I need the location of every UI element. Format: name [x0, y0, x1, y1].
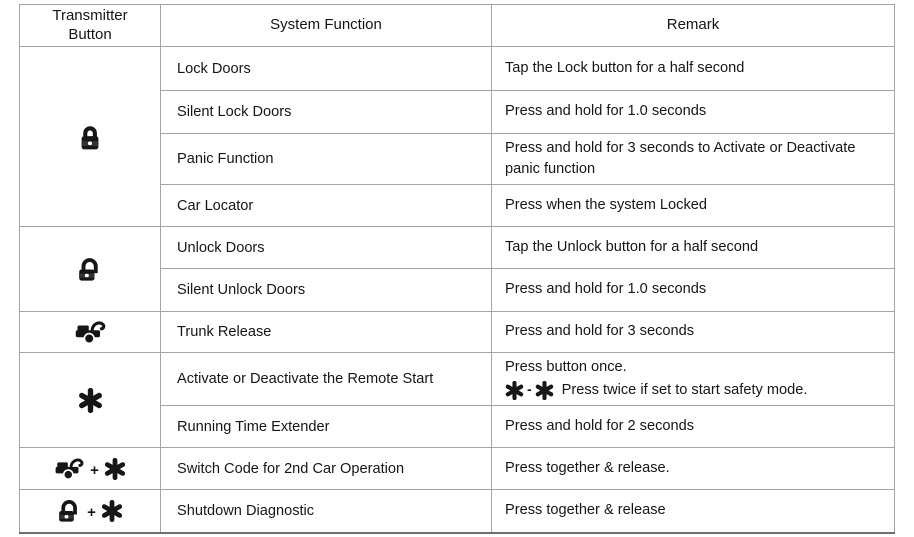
table-row: Unlock Doors Tap the Unlock button for a… [19, 226, 895, 312]
table-row: Car Locator Press when the system Locked [20, 184, 895, 227]
remark-line-1: Press button once. [505, 359, 627, 376]
function-cell: Panic Function [160, 133, 492, 185]
table-row: Trunk Release Press and hold for 3 secon… [19, 311, 895, 353]
asterisk-icon [104, 458, 126, 480]
trunk-release-icon [73, 321, 105, 345]
trunk-release-icon [54, 458, 84, 481]
plus-sign: + [87, 504, 96, 522]
button-combo: + [20, 456, 160, 481]
remark-cell: Press and hold for 3 seconds [491, 311, 895, 353]
table-row: + Shutdown Diagnostic Press together & r… [19, 489, 895, 533]
asterisk-icon [78, 388, 103, 413]
remark-cell: Press together & release [491, 489, 895, 533]
header-line: Transmitter [52, 6, 128, 24]
table-header-row: Transmitter Button System Function Remar… [19, 4, 895, 47]
remark-cell: Press and hold for 1.0 seconds [491, 268, 895, 312]
table-row: Lock Doors Tap the Lock button for a hal… [19, 46, 895, 227]
button-cell-asterisk [19, 352, 161, 448]
unlock-icon [57, 500, 78, 524]
lock-icon [78, 121, 102, 153]
transmitter-functions-table: Transmitter Button System Function Remar… [19, 4, 895, 534]
button-cell-trunk-plus-asterisk: + [19, 447, 161, 490]
function-cell: Car Locator [160, 184, 492, 227]
asterisk-icon [101, 500, 123, 522]
unlock-icon [77, 258, 98, 283]
asterisk-icon [505, 381, 524, 400]
dash-separator: - [527, 381, 532, 398]
header-line: Button [68, 25, 112, 43]
col-header-remark: Remark [491, 4, 895, 47]
remark-cell: Press and hold for 1.0 seconds [491, 90, 895, 134]
asterisk-icon [535, 381, 554, 400]
remark-cell: Tap the Lock button for a half second [491, 46, 895, 91]
table-row: Panic Function Press and hold for 3 seco… [20, 133, 895, 185]
function-cell: Silent Lock Doors [160, 90, 492, 134]
remark-cell: Press together & release. [491, 447, 895, 490]
table-row: Activate or Deactivate the Remote Start … [19, 352, 895, 448]
function-cell: Unlock Doors [160, 226, 492, 269]
remark-line-2: - Press twice if set to start safety mod… [505, 380, 888, 401]
function-cell: Trunk Release [160, 311, 492, 353]
remark-cell: Press and hold for 3 seconds to Activate… [491, 133, 895, 185]
function-cell: Switch Code for 2nd Car Operation [160, 447, 492, 490]
button-cell-unlock-plus-asterisk: + [19, 489, 161, 533]
function-cell: Activate or Deactivate the Remote Start [160, 352, 492, 406]
remark-cell: Press and hold for 2 seconds [491, 405, 895, 448]
remark-line-2-text: Press twice if set to start safety mode. [561, 381, 808, 398]
function-cell: Running Time Extender [160, 405, 492, 448]
remark-cell: Tap the Unlock button for a half second [491, 226, 895, 269]
table-row: + Switch Code for 2nd Car Operation Pres… [19, 447, 895, 490]
button-cell-unlock [19, 226, 161, 312]
function-cell: Shutdown Diagnostic [160, 489, 492, 533]
col-header-transmitter-button: Transmitter Button [19, 4, 161, 47]
button-combo: + [20, 497, 160, 524]
asterisk-dash-asterisk-icon: - [505, 380, 554, 400]
table-row: Silent Unlock Doors Press and hold for 1… [20, 268, 895, 312]
button-cell-trunk [19, 311, 161, 353]
col-header-system-function: System Function [160, 4, 492, 47]
function-cell: Silent Unlock Doors [160, 268, 492, 312]
function-cell: Lock Doors [160, 46, 492, 91]
remark-cell: Press when the system Locked [491, 184, 895, 227]
table-row: Silent Lock Doors Press and hold for 1.0… [20, 90, 895, 134]
button-cell-lock [19, 46, 161, 227]
remark-cell: Press button once. - Press twice if set … [491, 352, 895, 406]
plus-sign: + [90, 462, 99, 479]
